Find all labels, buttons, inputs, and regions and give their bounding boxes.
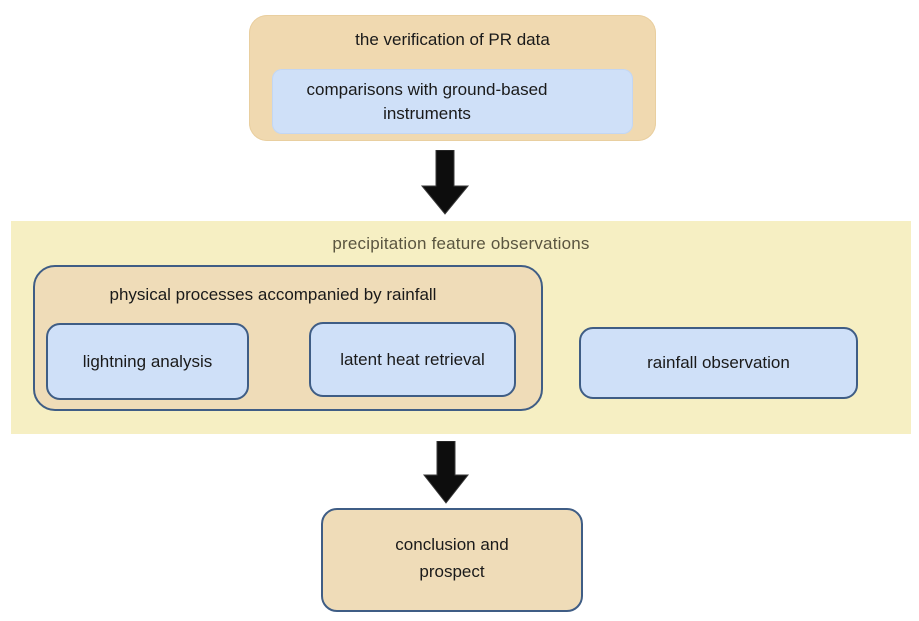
lightning-analysis-label: lightning analysis xyxy=(82,351,213,371)
down-arrow-icon xyxy=(422,441,470,504)
precipitation-title: precipitation feature observations xyxy=(332,234,590,253)
comparison-label-line2: instruments xyxy=(383,104,471,123)
comparison-box xyxy=(272,69,633,134)
conclusion-label: conclusion and prospect xyxy=(321,531,583,585)
lightning-analysis-box: lightning analysis xyxy=(46,323,249,400)
latent-heat-box: latent heat retrieval xyxy=(309,322,516,397)
verification-title: the verification of PR data xyxy=(355,30,550,49)
rainfall-observation-box: rainfall observation xyxy=(579,327,858,399)
down-arrow-icon xyxy=(420,150,470,215)
comparison-label: comparisons with ground-based instrument… xyxy=(272,78,582,126)
conclusion-box xyxy=(321,508,583,612)
physical-processes-title: physical processes accompanied by rainfa… xyxy=(109,285,437,304)
comparison-label-line1: comparisons with ground-based xyxy=(306,80,548,99)
conclusion-label-line1: conclusion and xyxy=(395,535,509,554)
conclusion-label-line2: prospect xyxy=(419,562,485,581)
rainfall-observation-label: rainfall observation xyxy=(647,353,790,372)
latent-heat-label: latent heat retrieval xyxy=(340,349,485,369)
